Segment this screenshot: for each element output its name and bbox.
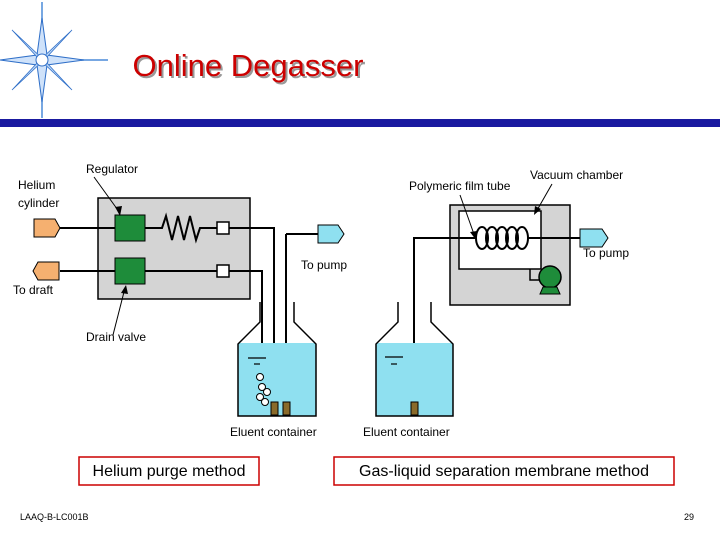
helium-cylinder-label-line1: Helium: [18, 178, 55, 192]
to-draft-label: To draft: [13, 283, 54, 297]
eluent-container-left-label: Eluent container: [230, 425, 317, 439]
to-pump-label-left: To pump: [301, 258, 347, 272]
drain-valve-label: Drain valve: [86, 330, 146, 344]
helium-bubbles: [256, 373, 271, 406]
eluent-container-left: [237, 302, 317, 417]
title-shadow: Online Degasser: [135, 50, 366, 85]
page-title: Online Degasser: [133, 48, 364, 83]
to-draft-arrow: [32, 261, 60, 281]
polymeric-film-tube-label: Polymeric film tube: [409, 179, 511, 193]
gas-liquid-method-box: [333, 456, 675, 486]
suction-filter-right: [410, 401, 419, 416]
eluent-container-right: [375, 302, 454, 417]
gas-liquid-method-label: Gas-liquid separation membrane method: [359, 463, 649, 480]
star-icon: [0, 2, 108, 118]
helium-purge-method-label: Helium purge method: [93, 463, 246, 480]
drain-valve: [114, 257, 146, 285]
vacuum-pump-icon: [538, 265, 562, 289]
suction-filter-left: [282, 401, 291, 416]
helium-purge-method-box: [78, 456, 260, 486]
document-id: LAAQ-B-LC001B: [20, 512, 89, 522]
sparge-filter: [270, 401, 279, 416]
vacuum-chamber-label: Vacuum chamber: [530, 168, 623, 182]
helium-cylinder-label-line2: cylinder: [18, 196, 59, 210]
title-rule: [0, 119, 720, 127]
eluent-container-right-label: Eluent container: [363, 425, 450, 439]
connector-outlet: [216, 264, 230, 278]
regulator-spring: [145, 212, 217, 244]
regulator-label: Regulator: [86, 162, 138, 176]
to-pump-arrow-right: [579, 228, 609, 248]
to-pump-arrow-left: [317, 224, 345, 244]
connector-helium: [216, 221, 230, 235]
page-number: 29: [684, 512, 694, 522]
to-pump-label-right: To pump: [583, 246, 629, 260]
helium-inlet-arrow: [33, 218, 61, 238]
regulator-valve: [114, 214, 146, 242]
